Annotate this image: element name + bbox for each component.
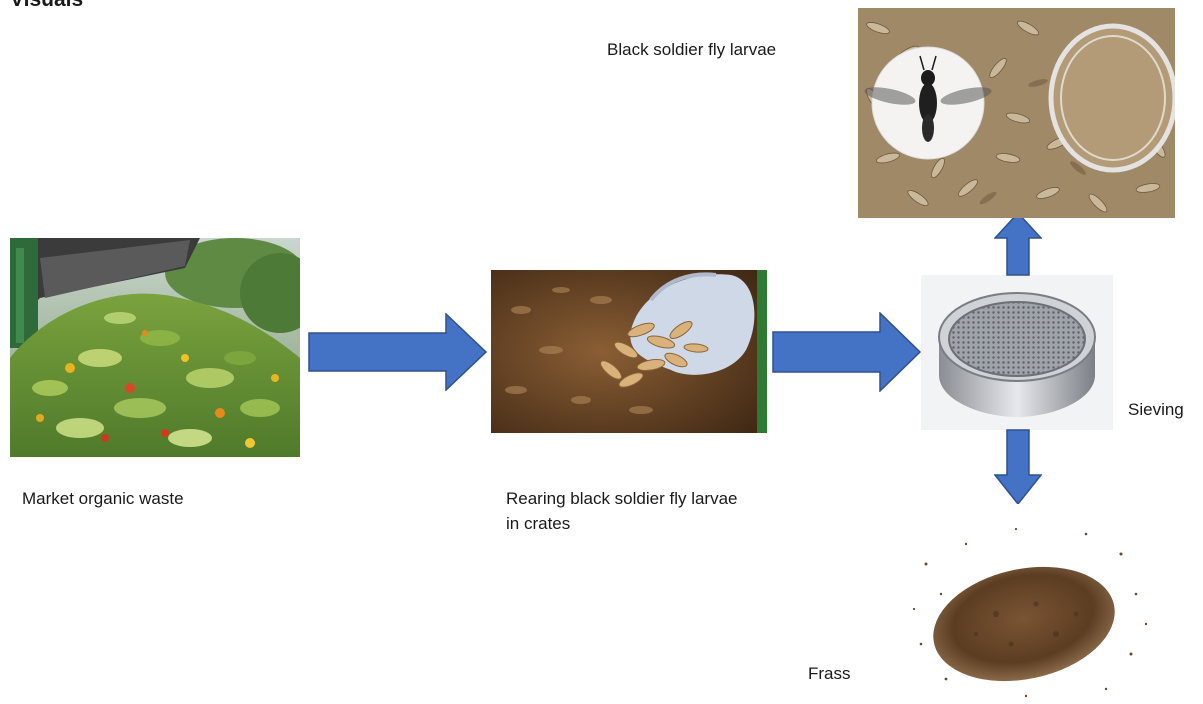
arrow-waste-to-rearing — [308, 313, 488, 391]
sieve-photo — [921, 275, 1113, 430]
arrow-sieving-to-larvae — [994, 212, 1042, 276]
arrow-sieving-to-frass — [994, 429, 1042, 505]
slide-title: Visuals — [10, 0, 83, 13]
arrow-rearing-to-sieving — [772, 312, 922, 392]
rearing-larvae-photo — [491, 270, 767, 433]
rearing-label: Rearing black soldier fly larvae in crat… — [506, 486, 746, 536]
sieving-label: Sieving — [1128, 397, 1184, 422]
frass-photo — [906, 504, 1152, 704]
bsf-larvae-photo — [858, 8, 1175, 218]
market-waste-label: Market organic waste — [22, 486, 184, 511]
larvae-label: Black soldier fly larvae — [607, 37, 776, 62]
market-waste-photo — [10, 238, 300, 457]
frass-label: Frass — [808, 661, 851, 686]
